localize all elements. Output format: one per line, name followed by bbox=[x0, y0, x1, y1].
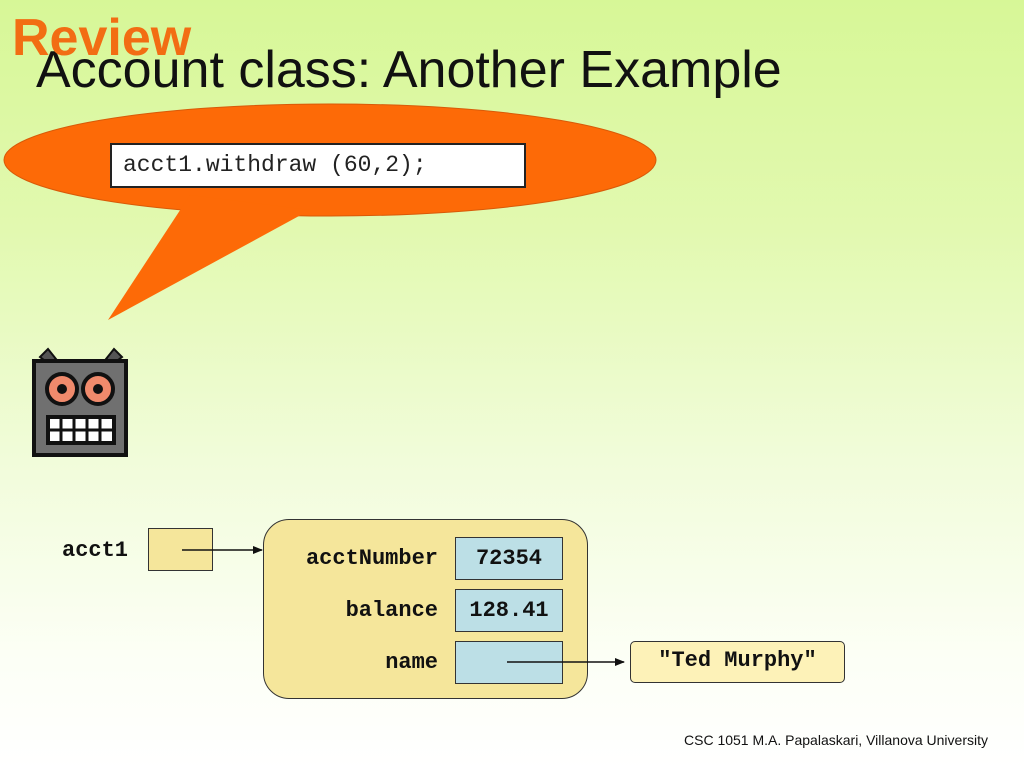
code-statement: acct1.withdraw (60,2); bbox=[110, 143, 526, 188]
name-string-object: "Ted Murphy" bbox=[630, 641, 845, 683]
slide-footer: CSC 1051 M.A. Papalaskari, Villanova Uni… bbox=[684, 732, 988, 748]
field-label-balance: balance bbox=[345, 598, 438, 623]
field-label-acctnumber: acctNumber bbox=[305, 546, 438, 571]
speech-bubble bbox=[3, 103, 657, 320]
field-value-balance: 128.41 bbox=[455, 589, 563, 632]
field-label-name: name bbox=[385, 650, 438, 675]
reference-variable-box bbox=[148, 528, 213, 571]
field-value-acctnumber: 72354 bbox=[455, 537, 563, 580]
field-value-name bbox=[455, 641, 563, 684]
section-label: Review bbox=[12, 9, 192, 67]
reference-variable-label: acct1 bbox=[62, 538, 129, 563]
slide-title: Account class: Another Example bbox=[36, 41, 782, 99]
robot-icon bbox=[32, 347, 128, 457]
